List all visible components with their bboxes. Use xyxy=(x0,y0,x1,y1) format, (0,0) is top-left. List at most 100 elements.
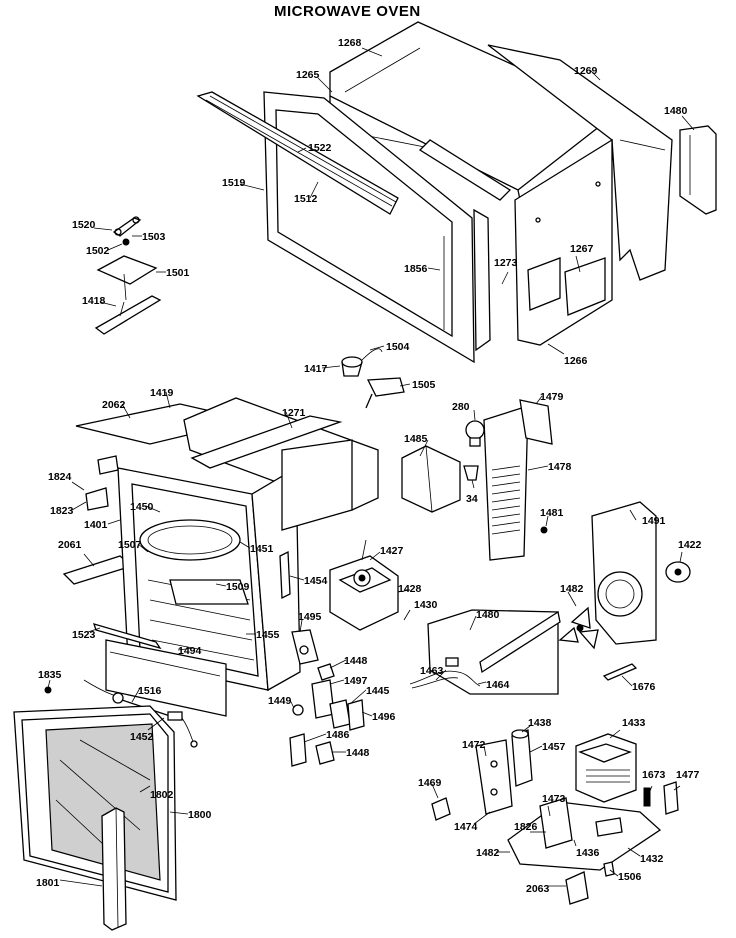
wire-harness-1463 xyxy=(409,657,481,689)
label-1451: 1451 xyxy=(250,543,274,555)
label-1469: 1469 xyxy=(418,777,442,789)
bracket-1505 xyxy=(365,377,405,409)
label-1268: 1268 xyxy=(338,37,362,49)
label-1856: 1856 xyxy=(404,263,428,275)
door-assembly-1800 xyxy=(13,705,177,901)
label-1473: 1473 xyxy=(542,793,566,805)
fan-housing-1491 xyxy=(591,501,657,645)
label-1823: 1823 xyxy=(50,505,74,517)
label-1454: 1454 xyxy=(304,575,328,587)
label-1267: 1267 xyxy=(570,243,594,255)
label-1481: 1481 xyxy=(540,507,564,519)
label-1509: 1509 xyxy=(226,581,250,593)
label-1522: 1522 xyxy=(308,142,332,154)
relay-1477 xyxy=(663,781,679,815)
lamp-280 xyxy=(465,420,485,447)
bracket-2063 xyxy=(565,871,589,905)
label-1478: 1478 xyxy=(548,461,572,473)
screw-1481 xyxy=(540,526,548,534)
base-plate-1432 xyxy=(507,797,662,871)
latch-1495 xyxy=(291,629,319,665)
bracket-1418 xyxy=(94,295,162,335)
label-1501: 1501 xyxy=(166,267,190,279)
label-1482-b: 1482 xyxy=(476,847,500,859)
mount-plate-1501 xyxy=(96,255,158,301)
label-1474: 1474 xyxy=(454,821,478,833)
label-1480: 1480 xyxy=(664,105,688,117)
label-1520: 1520 xyxy=(72,219,96,231)
label-2063: 2063 xyxy=(526,883,550,895)
part-labels: 1268 1265 1269 1480 1522 1519 1512 1520 … xyxy=(36,37,702,895)
bracket-1520 xyxy=(112,216,142,237)
duct-1478 xyxy=(483,399,553,561)
label-1430: 1430 xyxy=(414,599,438,611)
label-1523: 1523 xyxy=(72,629,96,641)
bracket-1472 xyxy=(475,739,513,815)
label-1504: 1504 xyxy=(386,341,410,353)
label-1479: 1479 xyxy=(540,391,564,403)
label-1433: 1433 xyxy=(622,717,646,729)
label-1436: 1436 xyxy=(576,847,600,859)
label-1448-b: 1448 xyxy=(346,747,370,759)
label-280: 280 xyxy=(452,401,470,413)
label-1438: 1438 xyxy=(528,717,552,729)
part-1454 xyxy=(279,550,291,600)
label-1427: 1427 xyxy=(380,545,404,557)
label-1445: 1445 xyxy=(366,685,390,697)
label-1428: 1428 xyxy=(398,583,422,595)
interlock-parts xyxy=(289,663,365,767)
label-1265: 1265 xyxy=(296,69,320,81)
label-2061: 2061 xyxy=(58,539,82,551)
label-1266: 1266 xyxy=(564,355,588,367)
label-1482: 1482 xyxy=(560,583,584,595)
bracket-1485 xyxy=(401,445,461,513)
label-1422: 1422 xyxy=(678,539,702,551)
label-1676: 1676 xyxy=(632,681,656,693)
label-1269: 1269 xyxy=(574,65,598,77)
label-1494: 1494 xyxy=(178,645,202,657)
label-1401: 1401 xyxy=(84,519,108,531)
label-1477: 1477 xyxy=(676,769,700,781)
side-panel xyxy=(514,138,613,346)
label-1273: 1273 xyxy=(494,257,518,269)
label-1418: 1418 xyxy=(82,295,106,307)
switch-1469 xyxy=(431,797,451,821)
label-1491: 1491 xyxy=(642,515,666,527)
label-1450: 1450 xyxy=(130,501,154,513)
label-1801: 1801 xyxy=(36,877,60,889)
label-1502: 1502 xyxy=(86,245,110,257)
label-1495: 1495 xyxy=(298,611,322,623)
label-1271: 1271 xyxy=(282,407,306,419)
label-1503: 1503 xyxy=(142,231,166,243)
main-chassis xyxy=(62,397,379,717)
part-34 xyxy=(463,465,479,481)
label-1448-a: 1448 xyxy=(344,655,368,667)
rear-bracket-1480 xyxy=(679,125,717,215)
outer-cabinet-wrapper xyxy=(329,21,673,281)
label-1486: 1486 xyxy=(326,729,350,741)
label-1802: 1802 xyxy=(150,789,174,801)
magnetron-1428 xyxy=(329,539,399,631)
label-1673: 1673 xyxy=(642,769,666,781)
fan-blade-1482 xyxy=(558,606,599,650)
motor-1422 xyxy=(665,561,691,583)
label-34: 34 xyxy=(466,493,478,505)
label-1463: 1463 xyxy=(420,665,444,677)
label-1419: 1419 xyxy=(150,387,174,399)
label-1455: 1455 xyxy=(256,629,280,641)
label-1505: 1505 xyxy=(412,379,436,391)
label-1800: 1800 xyxy=(188,809,212,821)
bracket-1676 xyxy=(602,663,638,681)
label-1432: 1432 xyxy=(640,853,664,865)
leader-lines xyxy=(47,47,695,887)
front-frame-1519 xyxy=(196,91,491,364)
switch-1417 xyxy=(341,348,383,377)
label-1449: 1449 xyxy=(268,695,292,707)
part-1506 xyxy=(603,861,615,877)
label-1507: 1507 xyxy=(118,539,142,551)
label-1506: 1506 xyxy=(618,871,642,883)
relay-1673 xyxy=(643,787,651,807)
label-1826: 1826 xyxy=(514,821,538,833)
label-1480-base: 1480 xyxy=(476,609,500,621)
